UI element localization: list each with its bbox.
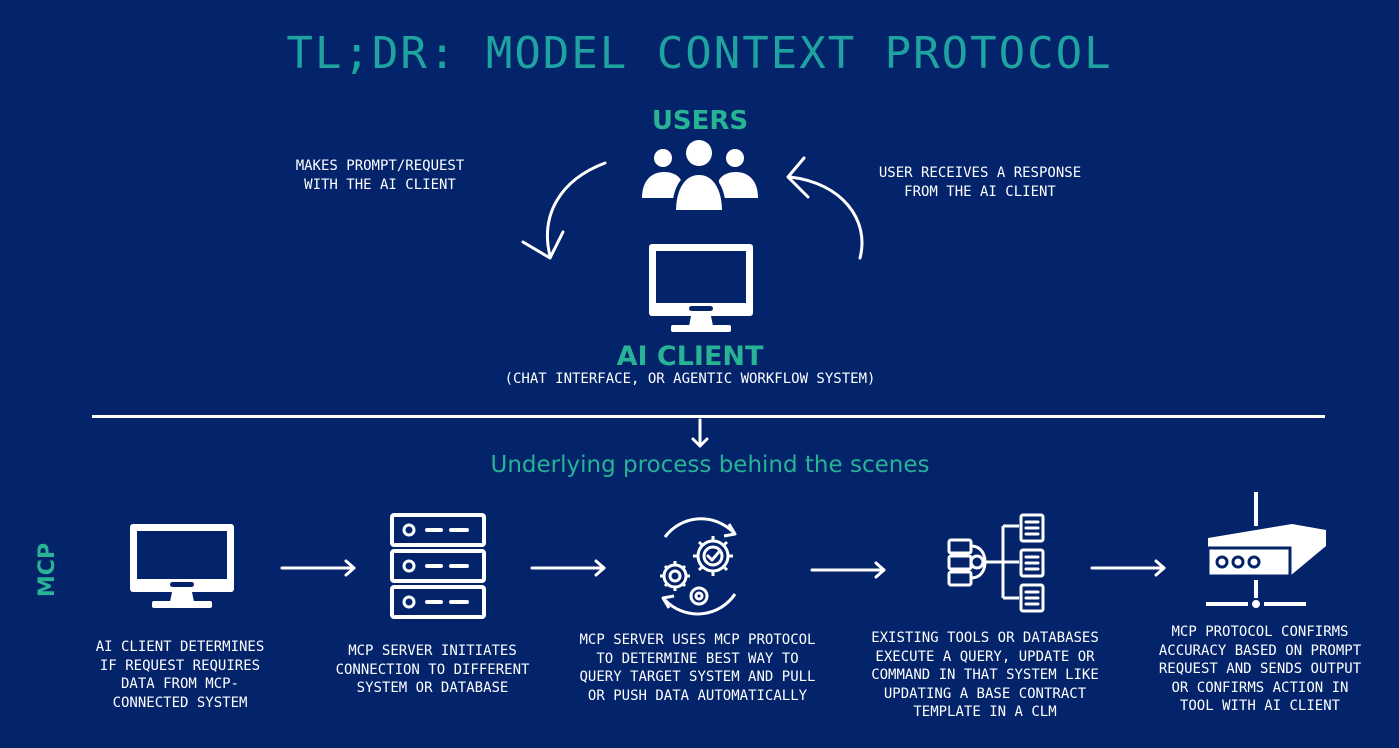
prompt-request-note: MAKES PROMPT/REQUEST WITH THE AI CLIENT: [295, 158, 465, 193]
monitor-icon: [649, 244, 753, 332]
flow-arrow-4-icon: [1090, 559, 1166, 577]
process-subtitle: Underlying process behind the scenes: [490, 452, 930, 478]
step-2-server-stack-icon: [390, 513, 486, 619]
users-group-icon: [642, 140, 758, 214]
down-arrow-icon: [691, 418, 709, 448]
curved-arrow-up-icon: [786, 156, 864, 260]
step-5-router-icon: [1206, 492, 1326, 608]
step-1-description: AI CLIENT DETERMINES IF REQUEST REQUIRES…: [95, 639, 265, 711]
ai-client-sublabel: (CHAT INTERFACE, OR AGENTIC WORKFLOW SYS…: [504, 371, 876, 387]
users-label: USERS: [651, 106, 749, 136]
step-5-description: MCP PROTOCOL CONFIRMS ACCURACY BASED ON …: [1158, 624, 1362, 714]
response-note: USER RECEIVES A RESPONSE FROM THE AI CLI…: [878, 165, 1082, 200]
flow-arrow-2-icon: [530, 559, 606, 577]
step-3-description: MCP SERVER USES MCP PROTOCOL TO DETERMIN…: [579, 632, 816, 704]
step-4-database-tools-icon: [947, 513, 1045, 613]
step-3-gears-cycle-icon: [660, 517, 737, 616]
page-title: TL;DR: MODEL CONTEXT PROTOCOL: [286, 28, 1113, 79]
step-4-description: EXISTING TOOLS OR DATABASES EXECUTE A QU…: [871, 630, 1099, 720]
step-2-description: MCP SERVER INITIATES CONNECTION TO DIFFE…: [335, 643, 530, 696]
section-divider: [92, 415, 1325, 418]
ai-client-label: AI CLIENT: [616, 341, 764, 372]
step-1-monitor-icon: [130, 524, 234, 608]
mcp-side-label: MCP: [35, 542, 60, 598]
flow-arrow-3-icon: [810, 561, 886, 579]
curved-arrow-down-icon: [521, 161, 607, 260]
flow-arrow-1-icon: [280, 559, 356, 577]
